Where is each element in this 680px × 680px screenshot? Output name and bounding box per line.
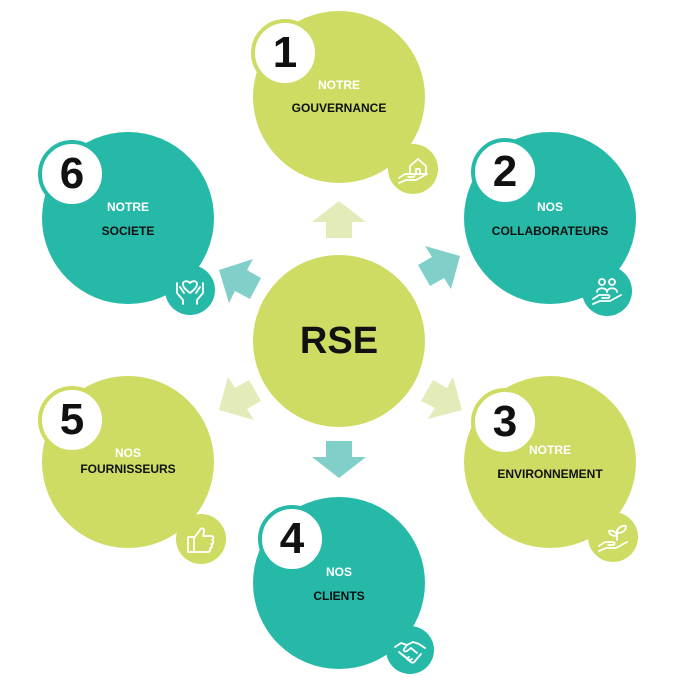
- node-1-icon-badge: [388, 144, 438, 194]
- node-1-number: 1: [251, 19, 319, 87]
- arrow-to-3: [421, 377, 462, 419]
- node-6-label-line2: SOCIETE: [101, 224, 155, 238]
- node-3-number: 3: [471, 388, 539, 456]
- arrow-to-2: [418, 246, 460, 289]
- people-in-hand-icon: [592, 278, 622, 305]
- node-5-label-line1: NOS: [114, 446, 142, 460]
- center-title: RSE: [299, 319, 379, 362]
- arrow-to-5: [219, 377, 261, 420]
- node-6-label-line1: NOTRE: [107, 200, 149, 214]
- node-2-icon-badge: [582, 266, 632, 316]
- thumbs-up-icon: [187, 527, 215, 553]
- node-4-number: 4: [258, 505, 326, 573]
- node-3-label-line2: ENVIRONNEMENT: [497, 467, 603, 481]
- arrow-to-1: [312, 201, 366, 238]
- arrow-to-6: [219, 259, 261, 303]
- node-5-icon-badge: [176, 514, 226, 564]
- heart-in-hands-icon: [176, 280, 204, 305]
- center-circle: [253, 255, 425, 427]
- node-4-icon-badge: [386, 626, 434, 674]
- node-3-icon-badge: [588, 512, 638, 562]
- house-in-hand-icon: [398, 158, 428, 184]
- node-3-label-line1: NOTRE: [529, 443, 571, 457]
- node-2-label-line1: NOS: [536, 200, 564, 214]
- node-2-number: 2: [471, 138, 539, 206]
- node-5-label-line2: FOURNISSEURS: [80, 462, 176, 476]
- arrow-to-4: [312, 441, 366, 478]
- node-1-label-line1: NOTRE: [318, 78, 360, 92]
- node-5-number: 5: [38, 386, 106, 454]
- node-4-label-line2: CLIENTS: [313, 589, 365, 603]
- plant-in-hand-icon: [598, 524, 628, 552]
- node-6-number: 6: [38, 140, 106, 208]
- node-6-icon-badge: [165, 265, 215, 315]
- node-4-label-line1: NOS: [325, 565, 353, 579]
- node-1-label-line2: GOUVERNANCE: [291, 101, 387, 115]
- handshake-icon: [394, 641, 426, 664]
- node-2-label-line2: COLLABORATEURS: [491, 224, 609, 238]
